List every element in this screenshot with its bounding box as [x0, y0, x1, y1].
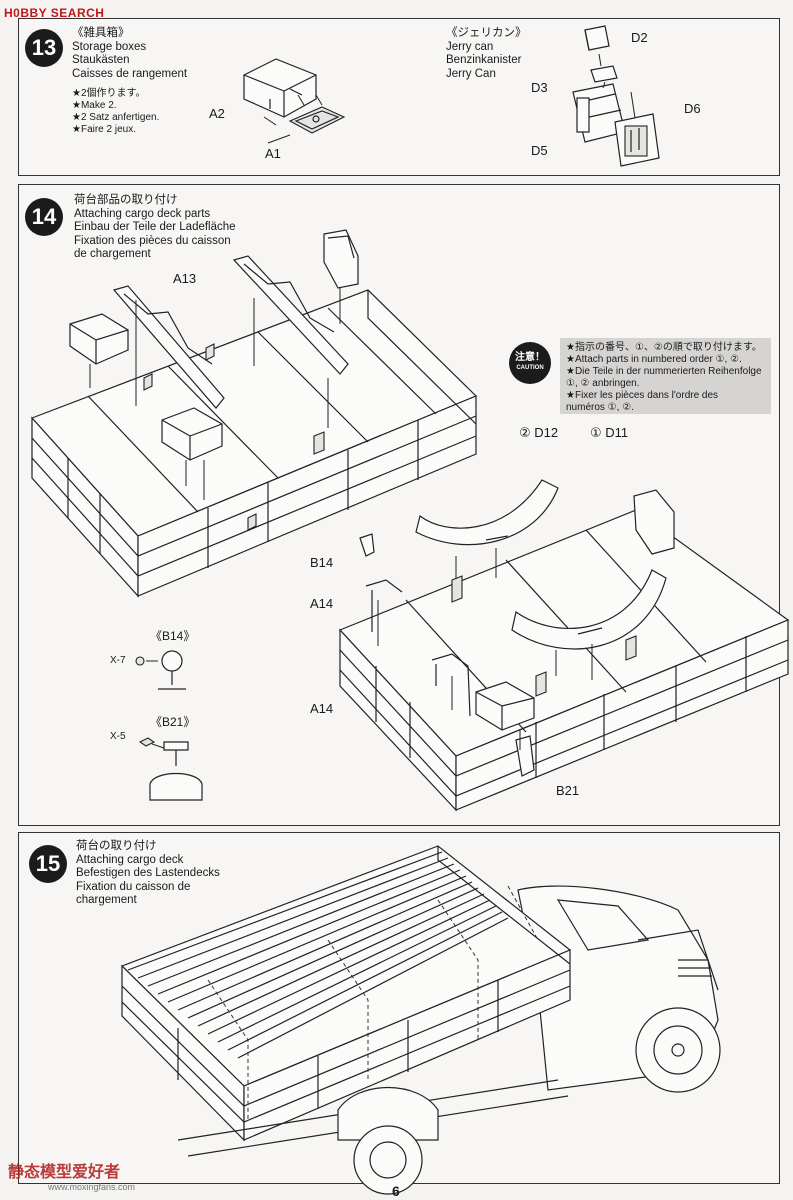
jerry-can-drawing [572, 25, 660, 167]
storage-title-de: Staukästen [72, 54, 130, 66]
caution-line: ★指示の番号、①、②の順で取り付けます。 [566, 342, 762, 353]
watermark-url: www.moxingfans.com [48, 1182, 136, 1192]
step-14-number: 14 [25, 198, 63, 236]
storage-box-notes: ★2個作ります。 ★Make 2. ★2 Satz anfertigen. ★F… [72, 88, 159, 136]
watermark-logo: H0BBY SEARCH [4, 6, 105, 20]
storage-title-fr: Caisses de rangement [72, 67, 188, 80]
label-d12: ② D12 [519, 425, 559, 440]
step15-title-de: Befestigen des Lastendecks [76, 867, 220, 879]
step-13-number: 13 [25, 29, 63, 67]
step-15-title: 荷台の取り付け Attaching cargo deck Befestigen … [76, 840, 220, 908]
storage-box-drawing [243, 58, 346, 144]
label-d6: D6 [684, 101, 701, 116]
label-a14-lower: A14 [310, 701, 334, 716]
inset-b14-title: 《B14》 [150, 629, 196, 643]
label-a14-upper: A14 [310, 596, 334, 611]
storage-title-en: Storage boxes [72, 40, 147, 53]
storage-box-title: 《雑具箱》 Storage boxes Staukästen Caisses d… [72, 27, 187, 81]
label-a1: A1 [265, 146, 281, 161]
jerry-title-ja: 《ジェリカン》 [446, 27, 527, 39]
jerry-can-title: 《ジェリカン》 Jerry can Benzinkanister Jerry C… [446, 27, 527, 81]
caution-line: ①, ② anbringen. [566, 378, 640, 389]
label-x7: X-7 [110, 655, 126, 666]
caution-line: ★Attach parts in numbered order ①, ②. [566, 354, 742, 365]
caution-line: ★Die Teile in der nummerierten Reihenfol… [566, 366, 762, 377]
step14-title-en: Attaching cargo deck parts [74, 207, 211, 220]
caution-badge-en: CAUTION [516, 365, 544, 371]
label-a2: A2 [209, 106, 225, 121]
step15-title-fr1: Fixation du caisson de [76, 880, 191, 893]
inset-b21-title: 《B21》 [150, 715, 196, 729]
step15-title-ja: 荷台の取り付け [76, 840, 157, 852]
cargo-deck-drawing-1 [30, 229, 478, 598]
caution-line: ★Fixer les pièces dans l'ordre des [566, 390, 719, 401]
label-a13: A13 [173, 271, 197, 286]
watermark-bottom: 静态模型爱好者 [8, 1164, 121, 1181]
note-line: ★Make 2. [72, 100, 117, 111]
step15-title-fr2: chargement [76, 894, 137, 906]
step14-title-ja: 荷台部品の取り付け [74, 194, 178, 206]
label-b21: B21 [556, 783, 580, 798]
page-number: 6 [392, 1183, 400, 1199]
step14-title-de: Einbau der Teile der Ladefläche [74, 221, 236, 233]
inset-b21-drawing [138, 737, 203, 801]
jerry-title-fr: Jerry Can [446, 67, 496, 80]
caution-line: numéros ①, ②. [566, 402, 634, 413]
storage-title-ja: 《雑具箱》 [72, 27, 130, 39]
step-15-number: 15 [29, 845, 67, 883]
label-d11: ① D11 [590, 425, 629, 440]
note-line: ★2 Satz anfertigen. [72, 112, 160, 123]
label-d3: D3 [531, 80, 548, 95]
step14-title-fr1: Fixation des pièces du caisson [74, 234, 231, 247]
step14-title-fr2: de chargement [74, 248, 151, 260]
jerry-title-de: Benzinkanister [446, 54, 522, 66]
label-d2: D2 [631, 30, 648, 45]
label-b14: B14 [310, 555, 334, 570]
caution-badge-ja: 注意！ [515, 352, 545, 363]
caution-badge: 注意！ CAUTION [509, 342, 551, 384]
label-d5: D5 [531, 143, 548, 158]
step-14-title: 荷台部品の取り付け Attaching cargo deck parts Ein… [74, 194, 236, 262]
note-line: ★2個作ります。 [72, 88, 146, 99]
note-line: ★Faire 2 jeux. [72, 124, 136, 135]
truck-drawing [120, 845, 721, 1195]
label-x5: X-5 [110, 731, 126, 742]
cargo-deck-drawing-2 [338, 479, 790, 812]
caution-box: ★指示の番号、①、②の順で取り付けます。 ★Attach parts in nu… [560, 338, 771, 414]
inset-b14-drawing [135, 650, 186, 690]
step15-title-en: Attaching cargo deck [76, 853, 184, 866]
jerry-title-en: Jerry can [446, 40, 494, 53]
